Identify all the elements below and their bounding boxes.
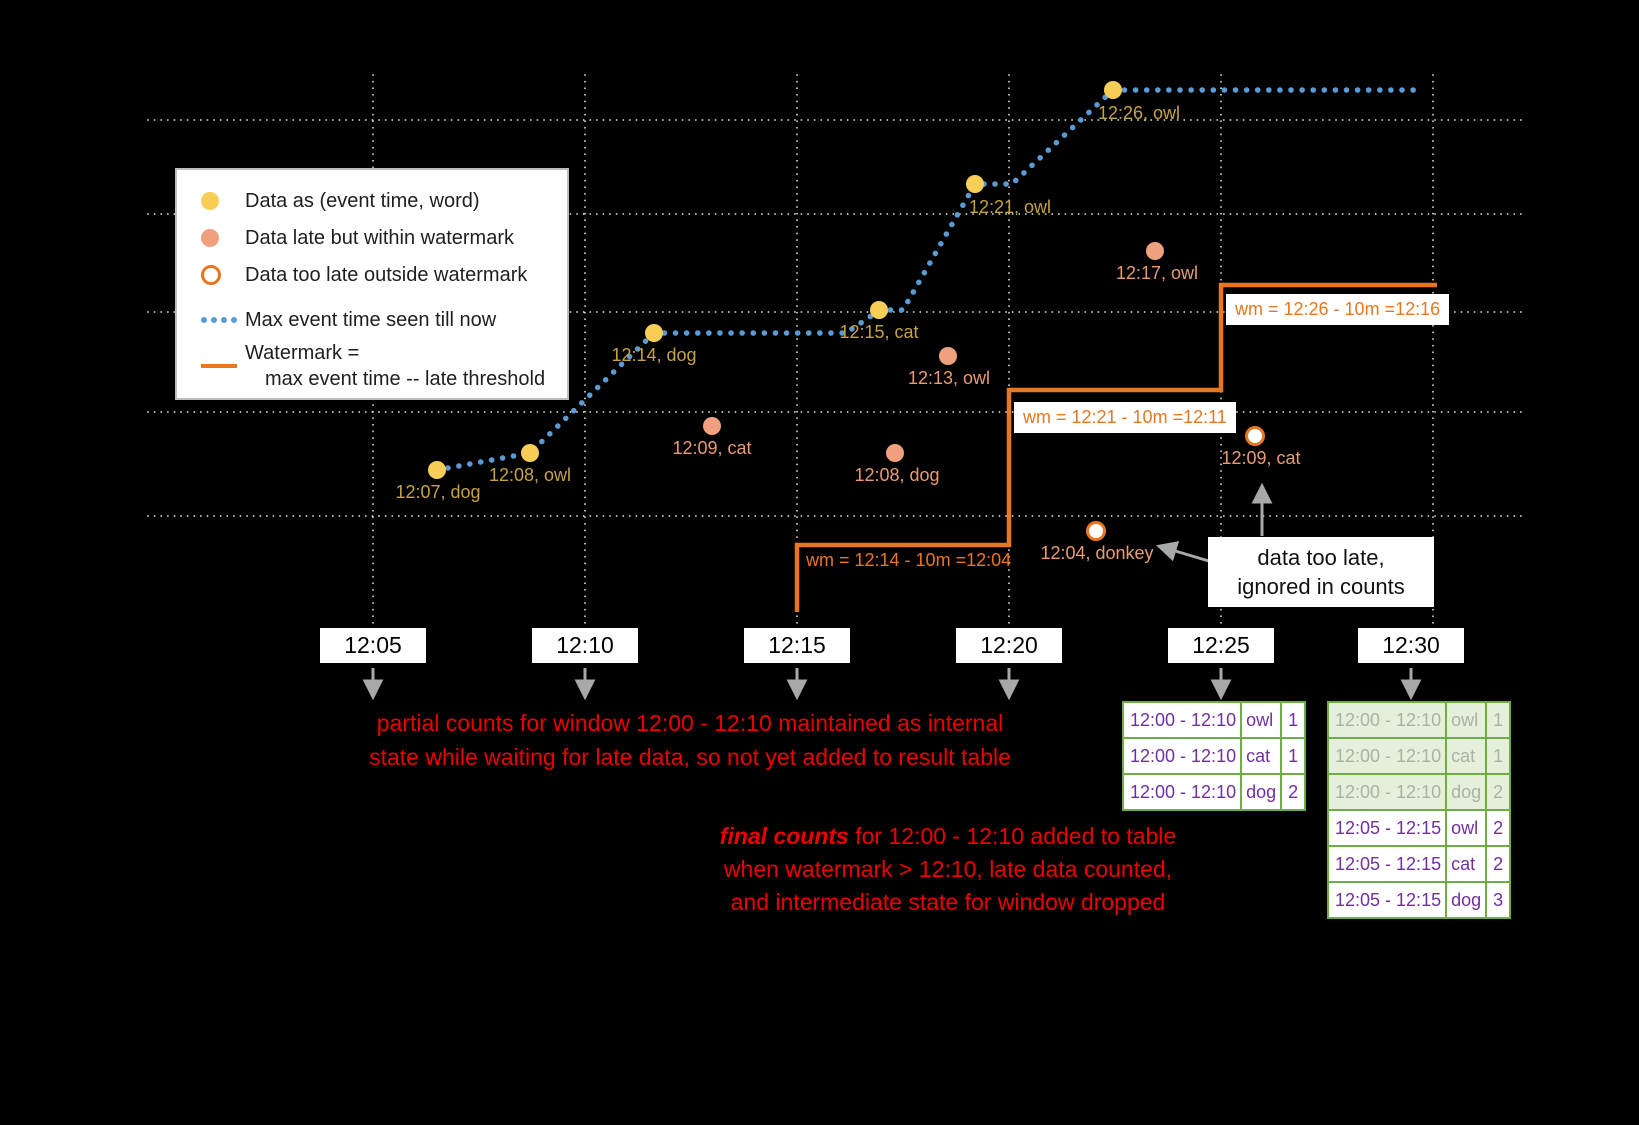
- point-on-time-2: [645, 324, 663, 342]
- table-row: 12:05 - 12:15 cat 2: [1326, 845, 1512, 883]
- point-label: 12:04, donkey: [1040, 543, 1154, 563]
- legend-label: Data too late outside watermark: [245, 263, 528, 286]
- count-cell: 3: [1485, 881, 1512, 919]
- window-cell: 12:00 - 12:10: [1326, 701, 1448, 739]
- legend-item-max-event-time: Max event time seen till now: [177, 301, 567, 338]
- count-cell: 1: [1485, 701, 1512, 739]
- legend-item-too-late: Data too late outside watermark: [177, 256, 567, 293]
- too-late-note: data too late, ignored in counts: [1208, 537, 1434, 607]
- timebox-12-20: 12:20: [956, 628, 1062, 663]
- window-cell: 12:05 - 12:15: [1326, 809, 1448, 847]
- point-label: 12:08, owl: [488, 465, 572, 485]
- legend-item-late: Data late but within watermark: [177, 219, 567, 256]
- legend: Data as (event time, word) Data late but…: [175, 168, 569, 400]
- point-label: 12:26, owl: [1097, 103, 1181, 123]
- point-on-time-5: [1104, 81, 1122, 99]
- point-label: 12:14, dog: [611, 345, 697, 365]
- timeline-arrows: [362, 668, 1422, 701]
- table-row: 12:05 - 12:15 dog 3: [1326, 881, 1512, 919]
- legend-item-on-time: Data as (event time, word): [177, 182, 567, 219]
- point-on-time-4: [966, 175, 984, 193]
- word-cell: cat: [1240, 737, 1283, 775]
- legend-item-watermark: Watermark = max event time -- late thres…: [177, 340, 567, 392]
- timebox-12-30: 12:30: [1358, 628, 1464, 663]
- timebox-12-25: 12:25: [1168, 628, 1274, 663]
- watermark-line-icon: [201, 364, 237, 368]
- window-cell: 12:00 - 12:10: [1326, 773, 1448, 811]
- point-too-late-0: [1086, 521, 1106, 541]
- watermark-label-1: wm = 12:14 - 10m =12:04: [806, 550, 1012, 570]
- word-cell: dog: [1240, 773, 1283, 811]
- too-late-note-line1: data too late,: [1257, 545, 1385, 570]
- window-cell: 12:05 - 12:15: [1326, 881, 1448, 919]
- point-label: 12:13, owl: [907, 368, 991, 388]
- point-label: 12:09, cat: [1221, 448, 1301, 468]
- point-on-time-1: [521, 444, 539, 462]
- count-cell: 1: [1280, 701, 1307, 739]
- final-counts-note: final counts for 12:00 - 12:10 added to …: [719, 823, 1177, 915]
- timebox-12-10: 12:10: [532, 628, 638, 663]
- point-late-2: [939, 347, 957, 365]
- point-label: 12:21, owl: [968, 197, 1052, 217]
- watermark-label-2: wm = 12:21 - 10m =12:11: [1014, 402, 1236, 433]
- legend-label: Watermark =: [245, 342, 360, 364]
- word-cell: dog: [1445, 773, 1488, 811]
- point-on-time-3: [870, 301, 888, 319]
- watermark-label-3: wm = 12:26 - 10m =12:16: [1226, 294, 1450, 325]
- point-label: 12:17, owl: [1115, 263, 1199, 283]
- timebox-12-05: 12:05: [320, 628, 426, 663]
- result-table-12-30: 12:00 - 12:10 owl 1 12:00 - 12:10 cat 1 …: [1326, 701, 1512, 919]
- max-event-time-line: [434, 87, 1419, 473]
- word-cell: dog: [1445, 881, 1488, 919]
- max-event-time-line-icon: [201, 316, 237, 323]
- word-cell: owl: [1240, 701, 1283, 739]
- table-row: 12:00 - 12:10 dog 2: [1121, 773, 1307, 811]
- point-label: 12:07, dog: [395, 482, 481, 502]
- point-label: 12:08, dog: [854, 465, 940, 485]
- table-row: 12:00 - 12:10 owl 1: [1121, 701, 1307, 739]
- too-late-note-line2: ignored in counts: [1237, 574, 1405, 599]
- count-cell: 2: [1485, 773, 1512, 811]
- point-on-time-0: [428, 461, 446, 479]
- window-cell: 12:00 - 12:10: [1121, 701, 1243, 739]
- partial-counts-note: partial counts for window 12:00 - 12:10 …: [369, 710, 1011, 770]
- word-cell: cat: [1445, 845, 1488, 883]
- point-late-1: [886, 444, 904, 462]
- timebox-12-15: 12:15: [744, 628, 850, 663]
- point-too-late-1: [1245, 426, 1265, 446]
- window-cell: 12:00 - 12:10: [1121, 737, 1243, 775]
- legend-label: Data late but within watermark: [245, 226, 515, 249]
- legend-label: Data as (event time, word): [245, 189, 480, 212]
- legend-label-2: max event time -- late threshold: [265, 368, 546, 390]
- window-cell: 12:00 - 12:10: [1326, 737, 1448, 775]
- count-cell: 2: [1485, 845, 1512, 883]
- legend-label: Max event time seen till now: [245, 308, 497, 331]
- point-label: 12:09, cat: [672, 438, 752, 458]
- count-cell: 1: [1485, 737, 1512, 775]
- count-cell: 1: [1280, 737, 1307, 775]
- count-cell: 2: [1280, 773, 1307, 811]
- point-late-3: [1146, 242, 1164, 260]
- word-cell: cat: [1445, 737, 1488, 775]
- table-row-faded: 12:00 - 12:10 dog 2: [1326, 773, 1512, 811]
- final-counts-emphasis: final counts: [719, 823, 849, 849]
- word-cell: owl: [1445, 809, 1488, 847]
- count-cell: 2: [1485, 809, 1512, 847]
- window-cell: 12:05 - 12:15: [1326, 845, 1448, 883]
- table-row-faded: 12:00 - 12:10 cat 1: [1326, 737, 1512, 775]
- on-time-dot-icon: [201, 191, 219, 210]
- word-cell: owl: [1445, 701, 1488, 739]
- window-cell: 12:00 - 12:10: [1121, 773, 1243, 811]
- table-row: 12:00 - 12:10 cat 1: [1121, 737, 1307, 775]
- point-label: 12:15, cat: [839, 322, 919, 342]
- table-row: 12:05 - 12:15 owl 2: [1326, 809, 1512, 847]
- table-row-faded: 12:00 - 12:10 owl 1: [1326, 701, 1512, 739]
- late-dot-icon: [201, 228, 219, 247]
- result-table-12-25: 12:00 - 12:10 owl 1 12:00 - 12:10 cat 1 …: [1121, 701, 1307, 811]
- too-late-dot-icon: [201, 264, 221, 285]
- point-late-0: [703, 417, 721, 435]
